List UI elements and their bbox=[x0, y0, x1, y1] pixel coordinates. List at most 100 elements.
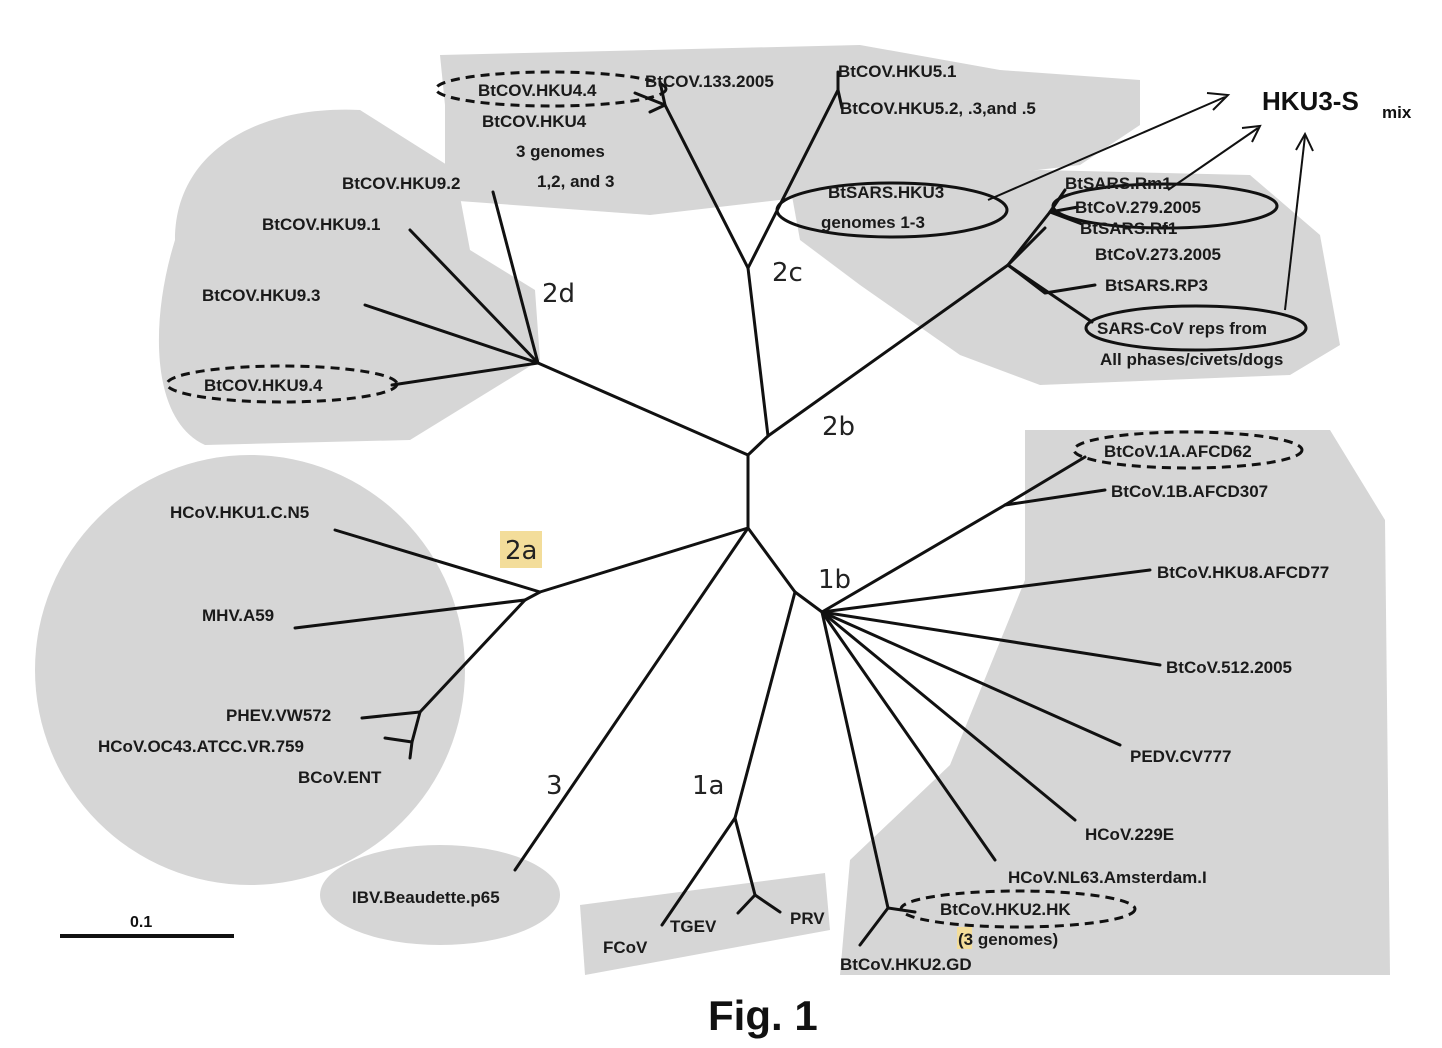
region-1b bbox=[840, 430, 1390, 975]
label-btcov279: BtCoV.279.2005 bbox=[1075, 198, 1201, 217]
label-hku91: BtCOV.HKU9.1 bbox=[262, 215, 380, 234]
label-rm1: BtSARS.Rm1 bbox=[1065, 174, 1172, 193]
branch-2a bbox=[538, 526, 750, 594]
branch-tgev bbox=[736, 893, 757, 915]
figure-caption: Fig. 1 bbox=[708, 992, 818, 1039]
label-rf1: BtSARS.Rf1 bbox=[1080, 219, 1177, 238]
label-btcov273: BtCoV.273.2005 bbox=[1095, 245, 1221, 264]
branch-2a-lower bbox=[418, 598, 527, 714]
label-oc43: HCoV.OC43.ATCC.VR.759 bbox=[98, 737, 304, 756]
branch-hku2 bbox=[820, 610, 890, 910]
branch-hku92 bbox=[491, 190, 540, 365]
branch-2b-to-sars bbox=[766, 263, 1010, 438]
label-hku4-genomes: 3 genomes bbox=[516, 142, 605, 161]
label-pedv: PEDV.CV777 bbox=[1130, 747, 1231, 766]
clade-label-3: 3 bbox=[546, 771, 563, 801]
branch-2c-hku4 bbox=[663, 103, 750, 270]
label-fcov: FCoV bbox=[603, 938, 648, 957]
scale-bar: 0.1 bbox=[60, 914, 234, 938]
branch-2d bbox=[536, 361, 750, 457]
label-hku8: BtCoV.HKU8.AFCD77 bbox=[1157, 563, 1329, 582]
highlight-hku2-3 bbox=[957, 927, 972, 949]
branch-btcov1b bbox=[1003, 488, 1107, 507]
branch-bcov bbox=[408, 740, 414, 760]
oval-sars-reps bbox=[1084, 304, 1308, 352]
branch-1a-inner bbox=[733, 816, 757, 897]
label-hku3-genomes: genomes 1-3 bbox=[821, 213, 925, 232]
region-2d bbox=[158, 109, 540, 445]
arrows bbox=[987, 92, 1314, 311]
label-ibv: IBV.Beaudette.p65 bbox=[352, 888, 500, 907]
clade-label-1b: 1b bbox=[818, 565, 851, 595]
clade-label-2d: 2d bbox=[542, 279, 575, 309]
label-btcov1b: BtCoV.1B.AFCD307 bbox=[1111, 482, 1268, 501]
label-btcov1a: BtCoV.1A.AFCD62 bbox=[1104, 442, 1252, 461]
tree-branches bbox=[293, 70, 1162, 947]
label-sars-reps: SARS-CoV reps from bbox=[1097, 319, 1267, 338]
branch-hku52 bbox=[836, 88, 844, 110]
branch-pedv bbox=[820, 610, 1122, 747]
arrowhead-rm1 bbox=[1241, 124, 1262, 143]
branch-1b bbox=[793, 590, 824, 614]
region-2c bbox=[440, 45, 1140, 215]
label-bcov: BCoV.ENT bbox=[298, 768, 382, 787]
branch-btcov1a bbox=[1003, 455, 1087, 507]
region-2a bbox=[35, 455, 465, 885]
oval-btcov1a bbox=[1072, 430, 1304, 470]
oval-hku44 bbox=[434, 70, 668, 108]
label-rp3: BtSARS.RP3 bbox=[1105, 276, 1208, 295]
label-hku94: BtCOV.HKU9.4 bbox=[204, 376, 323, 395]
label-hku52: BtCOV.HKU5.2, .3,and .5 bbox=[840, 99, 1036, 118]
branch-prv bbox=[753, 893, 782, 914]
region-sars bbox=[790, 170, 1340, 385]
hku3s-sub: mix bbox=[1382, 103, 1412, 122]
arrowhead-hku3 bbox=[1206, 92, 1231, 111]
branch-2c-hku5 bbox=[746, 88, 840, 270]
label-hku51: BtCOV.HKU5.1 bbox=[838, 62, 956, 81]
region-1a bbox=[580, 873, 830, 975]
scale-bar-label: 0.1 bbox=[130, 914, 152, 931]
branch-hku91 bbox=[408, 228, 540, 365]
oval-hku3 bbox=[775, 181, 1009, 239]
arrow-rm1 bbox=[1167, 127, 1259, 191]
arrowhead-sars-reps bbox=[1295, 131, 1314, 152]
label-hku4-list: 1,2, and 3 bbox=[537, 172, 614, 191]
branch-1a bbox=[733, 590, 797, 820]
branch-hku1 bbox=[333, 528, 542, 594]
clade-labels: 2d 2c 2b 2a 1b 1a 3 bbox=[505, 258, 855, 801]
label-hku2hk: BtCoV.HKU2.HK bbox=[940, 900, 1071, 919]
branch-rf1 bbox=[1048, 210, 1084, 226]
branch-fcov bbox=[660, 816, 737, 927]
label-hku2-genomes: (3 genomes) bbox=[958, 930, 1058, 949]
branch-hku3 bbox=[1006, 226, 1047, 267]
branch-group1 bbox=[746, 526, 797, 594]
highlight-ovals bbox=[165, 70, 1308, 929]
hku3s-main: HKU3-S bbox=[1262, 86, 1359, 116]
label-hku4: BtCOV.HKU4 bbox=[482, 112, 587, 131]
oval-hku94 bbox=[165, 364, 399, 404]
label-sars-phases: All phases/civets/dogs bbox=[1100, 350, 1283, 369]
label-btsars-hku3: BtSARS.HKU3 bbox=[828, 183, 944, 202]
branch-hku2-gd bbox=[858, 906, 890, 947]
label-prv: PRV bbox=[790, 909, 825, 928]
branch-512 bbox=[820, 610, 1162, 667]
branch-1b-upper bbox=[820, 503, 1007, 614]
label-229e: HCoV.229E bbox=[1085, 825, 1174, 844]
label-hku2gd: BtCoV.HKU2.GD bbox=[840, 955, 972, 974]
label-hku93: BtCOV.HKU9.3 bbox=[202, 286, 320, 305]
clade-label-1a: 1a bbox=[692, 771, 724, 801]
hku3s-mix-label: HKU3-S mix bbox=[1262, 86, 1412, 122]
label-hcov-hku1: HCoV.HKU1.C.N5 bbox=[170, 503, 309, 522]
branch-hku94 bbox=[390, 361, 540, 387]
region-3 bbox=[320, 845, 560, 945]
branch-phev bbox=[360, 710, 422, 720]
branch-nl63 bbox=[820, 610, 997, 862]
branch-hku8 bbox=[820, 568, 1152, 614]
arrow-hku3 bbox=[987, 96, 1226, 201]
highlight-2a bbox=[500, 531, 542, 568]
branch-229e bbox=[820, 610, 1077, 822]
clade-label-2b: 2b bbox=[822, 412, 855, 442]
label-mhv: MHV.A59 bbox=[202, 606, 274, 625]
clade-label-2c: 2c bbox=[772, 258, 803, 288]
